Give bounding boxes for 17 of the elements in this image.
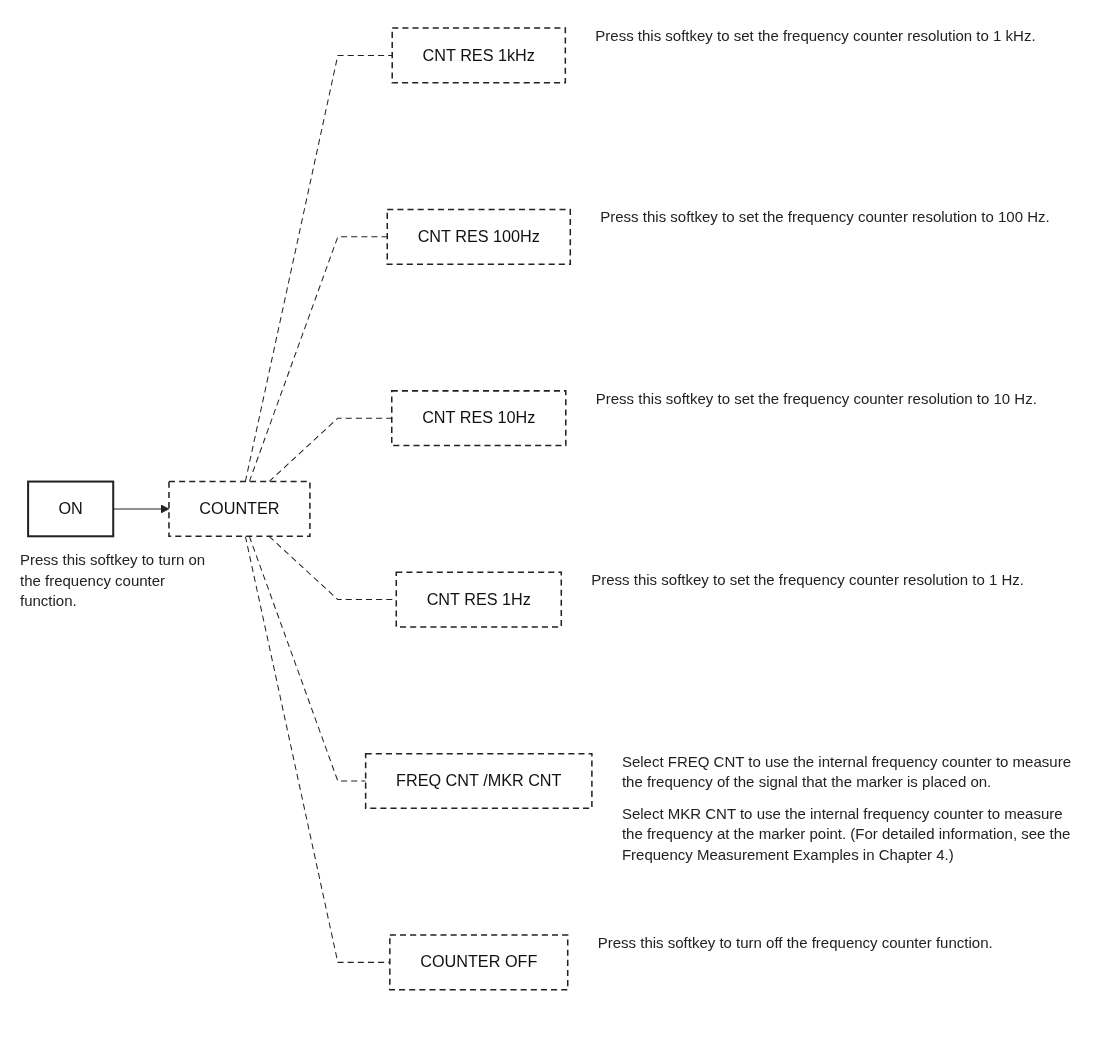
description-text: Select MKR CNT to use the internal frequency counter to measure the frequency at the marker point. (For detailed information, see the Frequency Measurement Examples in Chapter 4.) bbox=[621, 804, 1072, 865]
softkey-box: CNT RES 10Hz bbox=[391, 390, 567, 447]
softkey-box: ON bbox=[27, 480, 115, 538]
softkey-box: CNT RES 1kHz bbox=[391, 27, 567, 84]
softkey-box: COUNTER bbox=[168, 480, 311, 538]
description-text: Press this softkey to turn on the frequency counter function. bbox=[20, 550, 207, 611]
description-text: Press this softkey to set the frequency counter resolution to 100 Hz. bbox=[600, 207, 1051, 228]
description-text: Press this softkey to turn off the frequency counter function. bbox=[597, 933, 994, 953]
connector bbox=[244, 54, 393, 483]
softkey-box: FREQ CNT /MKR CNT bbox=[364, 752, 593, 810]
description-text: Press this softkey to set the frequency counter resolution to 10 Hz. bbox=[595, 388, 1038, 409]
softkey-box: COUNTER OFF bbox=[389, 934, 569, 991]
description-text: Select FREQ CNT to use the internal frequency counter to measure the frequency of the signal that the marker is placed on. bbox=[621, 751, 1072, 792]
description-text: Press this softkey to set the frequency counter resolution to 1 Hz. bbox=[591, 570, 1025, 591]
softkey-box: CNT RES 1Hz bbox=[395, 571, 563, 628]
description-text: Press this softkey to set the frequency counter resolution to 1 kHz. bbox=[595, 26, 1037, 47]
softkey-box: CNT RES 100Hz bbox=[386, 208, 572, 265]
